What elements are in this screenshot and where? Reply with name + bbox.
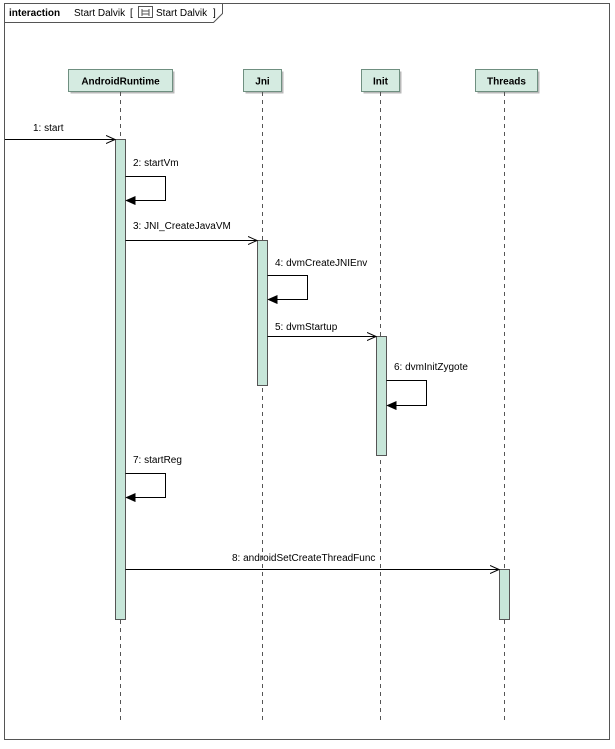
message-self-arrow <box>125 176 166 201</box>
activation-androidruntime <box>115 139 126 620</box>
activation-threads <box>499 569 510 620</box>
frame-bracket-open: [ <box>130 8 133 19</box>
message-8-androidsetcreatethreadfunc: 8: androidSetCreateThreadFunc <box>125 553 500 570</box>
lifeline-label: AndroidRuntime <box>81 77 160 88</box>
message-label: 2: startVm <box>133 158 179 169</box>
message-label: 6: dvmInitZygote <box>394 362 468 373</box>
frame-header-tab <box>4 3 223 23</box>
activation-init <box>376 336 387 456</box>
lifeline-head <box>243 69 282 92</box>
frame-name: Start Dalvik <box>74 8 126 19</box>
sequence-diagram-icon <box>138 6 153 18</box>
message-label: 3: JNI_CreateJavaVM <box>133 221 231 232</box>
lifeline-jni: Jni <box>243 69 284 722</box>
frame-reference: Start Dalvik <box>156 8 208 19</box>
lifeline-label: Jni <box>255 77 270 88</box>
message-7-startreg: 7: startReg <box>125 455 182 498</box>
frame-bracket-close: ] <box>213 8 216 19</box>
message-5-dvmstartup: 5: dvmStartup <box>267 322 377 337</box>
message-2-startvm: 2: startVm <box>125 158 179 201</box>
lifeline-threads: Threads <box>475 69 540 722</box>
message-label: 1: start <box>33 123 64 134</box>
message-label: 7: startReg <box>133 455 182 466</box>
message-1-start: 1: start <box>5 123 115 140</box>
interaction-frame <box>4 3 610 740</box>
frame-header: interaction Start Dalvik [ Start Dalvik … <box>9 6 216 19</box>
activation-jni <box>257 240 268 386</box>
message-4-dvmcreatejnienv: 4: dvmCreateJNIEnv <box>267 258 367 300</box>
message-6-dvminitzygote: 6: dvmInitZygote <box>386 362 468 406</box>
message-label: 5: dvmStartup <box>275 322 338 333</box>
message-label: 8: androidSetCreateThreadFunc <box>232 553 375 564</box>
lifeline-label: Init <box>373 77 389 88</box>
message-label: 4: dvmCreateJNIEnv <box>275 258 367 269</box>
lifeline-head <box>68 69 173 92</box>
frame-keyword: interaction <box>9 8 60 19</box>
lifeline-head <box>475 69 538 92</box>
lifeline-label: Threads <box>487 77 526 88</box>
message-self-arrow <box>386 380 427 406</box>
message-self-arrow <box>267 275 308 300</box>
message-3-jni-createjavavm: 3: JNI_CreateJavaVM <box>125 221 258 241</box>
lifeline-head <box>361 69 400 92</box>
message-self-arrow <box>125 473 166 498</box>
